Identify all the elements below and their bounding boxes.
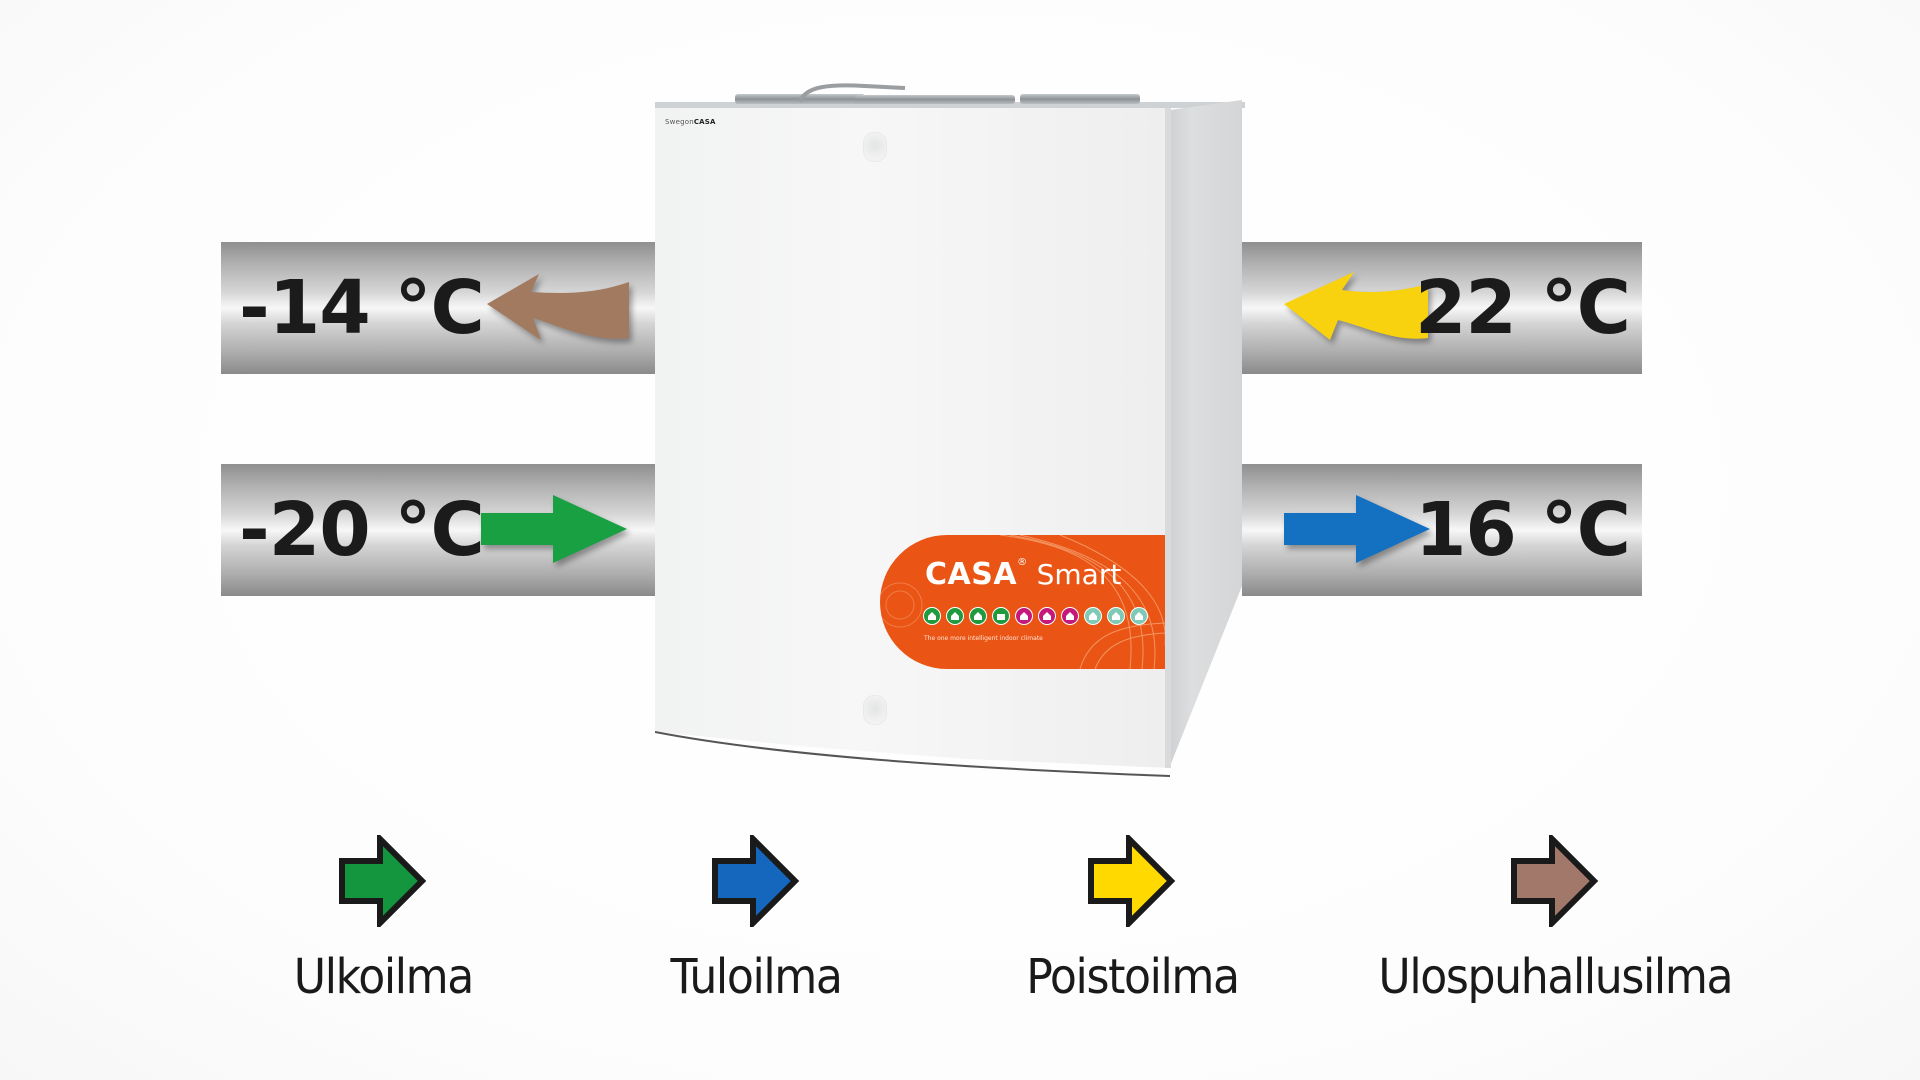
legend-item-ulkoilma: Ulkoilma (203, 835, 563, 1005)
mode-icons-row (923, 607, 1148, 625)
legend-label: Tuloilma (670, 949, 842, 1005)
front-latch-top[interactable] (863, 132, 887, 162)
curved-arrow-left-brown-icon (487, 274, 629, 340)
curved-arrow-left-yellow-icon (1284, 272, 1428, 340)
temp-supply-out: 16 °C (1414, 487, 1631, 573)
pipe-exhaust-out: -14 °C (221, 242, 655, 374)
legend-item-tuloilma: Tuloilma (576, 835, 936, 1005)
temp-exhaust-out: -14 °C (239, 265, 485, 351)
arrow-right-yellow-icon (1088, 835, 1176, 927)
temp-outdoor-in: -20 °C (239, 487, 485, 573)
temp-extract-in: 22 °C (1414, 265, 1631, 351)
mode-icon-home (969, 607, 987, 625)
pipe-extract-in: 22 °C (1242, 242, 1642, 374)
unit-top-duct-collars (655, 83, 1245, 108)
legend-label: Ulospuhallusilma (1378, 949, 1733, 1005)
arrow-right-blue-icon (1284, 495, 1430, 563)
pipe-outdoor-in: -20 °C (221, 464, 655, 596)
label-tagline: The one more intelligent indoor climate (924, 635, 1043, 642)
mode-icon-home (1061, 607, 1079, 625)
arrow-right-green-icon (481, 495, 627, 563)
mode-icon-home (1130, 607, 1148, 625)
arrow-right-green-icon (339, 835, 427, 927)
legend: Ulkoilma Tuloilma Poistoilma Ulospuhallu… (0, 835, 1920, 1025)
mode-icon-home (1015, 607, 1033, 625)
arrow-right-brown-icon (1511, 835, 1599, 927)
mode-icon-home (992, 607, 1010, 625)
unit-side-panel (1170, 100, 1242, 766)
legend-item-poistoilma: Poistoilma (952, 835, 1312, 1005)
mode-icon-home (1038, 607, 1056, 625)
mode-icon-home (946, 607, 964, 625)
front-latch-bottom[interactable] (863, 695, 887, 725)
unit-front-edge (1165, 108, 1171, 768)
unit-front-panel (655, 108, 1170, 768)
mode-icon-home (923, 607, 941, 625)
ventilation-unit: SwegonCASA CASA® Smart (655, 83, 1245, 780)
swegon-casa-badge: SwegonCASA (665, 118, 716, 126)
mode-icon-home (1084, 607, 1102, 625)
casa-smart-label: CASA® Smart The one more intelligent ind… (880, 535, 1165, 669)
legend-label: Poistoilma (1025, 949, 1240, 1005)
arrow-right-blue-icon (712, 835, 800, 927)
pipe-supply-out: 16 °C (1242, 464, 1642, 596)
casa-smart-logo: CASA® Smart (925, 557, 1122, 592)
legend-item-ulospuhallusilma: Ulospuhallusilma (1375, 835, 1735, 1005)
decorative-swirl-lines (880, 535, 1165, 669)
mode-icon-home (1107, 607, 1125, 625)
legend-label: Ulkoilma (293, 949, 474, 1005)
